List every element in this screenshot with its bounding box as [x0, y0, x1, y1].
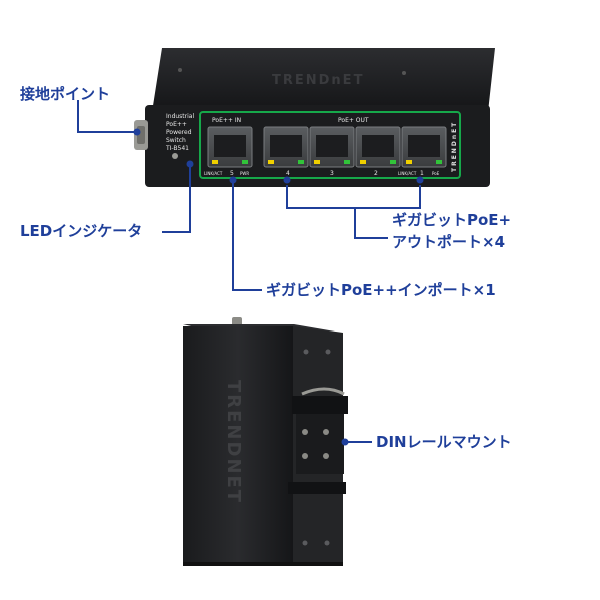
port-panel-frame — [199, 111, 461, 179]
svg-text:Industrial: Industrial — [166, 113, 194, 120]
svg-text:Powered: Powered — [166, 129, 192, 136]
svg-text:PoE: PoE — [432, 171, 440, 176]
svg-text:TI-B541: TI-B541 — [165, 145, 189, 152]
svg-text:PoE++: PoE++ — [166, 121, 187, 128]
svg-text:5: 5 — [230, 170, 234, 177]
leader-poe-in — [232, 183, 262, 291]
leader-poe-out — [354, 208, 388, 239]
status-led — [172, 153, 178, 159]
leader-poe-out-bracket — [286, 185, 421, 209]
port-number-row: 5 4 3 2 1 — [230, 170, 424, 177]
label-poe-in: ギガビットPoE++インポート×1 — [266, 281, 496, 299]
svg-text:2: 2 — [374, 170, 378, 177]
svg-text:1: 1 — [420, 170, 424, 177]
label-poe-out-line1: ギガビットPoE+ — [392, 211, 512, 229]
panel-side-text: Industrial PoE++ Powered Switch TI-B541 — [165, 113, 194, 152]
group-in-label: PoE++ IN — [212, 117, 241, 124]
port-2 — [355, 126, 401, 168]
switch-housing-top — [152, 48, 495, 112]
svg-text:Switch: Switch — [166, 137, 186, 144]
group-out-label: PoE+ OUT — [338, 117, 369, 124]
svg-text:LINK/ACT: LINK/ACT — [204, 171, 223, 176]
port-small-labels: LINK/ACT PWR LINK/ACT PoE — [204, 171, 440, 176]
label-din-rail: DINレールマウント — [376, 433, 512, 451]
svg-text:PWR: PWR — [240, 171, 249, 176]
label-poe-out-line2: アウトポート×4 — [392, 233, 506, 251]
brand-logo-panel: TRENDnET — [451, 121, 458, 172]
brand-logo-side: TRENDNET — [223, 380, 244, 504]
side-panel-left — [183, 326, 293, 562]
din-rail-clip — [288, 387, 348, 494]
label-ground-point: 接地ポイント — [20, 85, 111, 103]
port-4 — [263, 126, 309, 168]
label-led-indicator: LEDインジケータ — [20, 222, 143, 240]
leader-ground-point — [77, 100, 134, 133]
svg-text:LINK/ACT: LINK/ACT — [398, 171, 417, 176]
leader-led-indicator — [162, 167, 191, 233]
svg-text:3: 3 — [330, 170, 334, 177]
svg-text:4: 4 — [286, 170, 290, 177]
port-3 — [309, 126, 355, 168]
port-1 — [401, 126, 447, 168]
brand-logo-top: TRENDnET — [272, 73, 364, 88]
port-5 — [207, 126, 253, 168]
port-led-set — [212, 160, 442, 164]
switch-front-view: Industrial PoE++ Powered Switch TI-B541 … — [134, 48, 495, 187]
switch-side-view: TRENDNET — [183, 317, 348, 566]
